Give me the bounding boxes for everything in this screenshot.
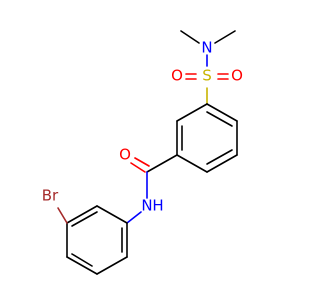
sulfonyl-o-left-label: O [171,67,183,85]
lower-ring-bond-6 [96,205,128,224]
lower-ring-bond-3 [66,256,98,275]
upper-ring-bond-6 [176,103,208,122]
amide-h-label: H [152,197,163,215]
upper-ring-bond-1 [206,103,238,122]
upper-ring-bond-3 [206,154,238,173]
bond-n-lower-ring [126,211,142,224]
bond-ring-carbonyl [146,154,178,173]
lower-ring-aromatic-3 [71,211,98,227]
sulfonyl-o-right-label: O [231,67,243,85]
lower-ring-aromatic-2 [71,253,93,267]
upper-ring-aromatic-1 [206,111,233,127]
sulfonyl-s-label: S [202,67,212,85]
bond-carbonyl-o-b [134,157,150,167]
bromine-label: Br [42,187,59,205]
bond-methyl-right-n [214,30,236,44]
lower-ring-bond-5 [66,205,98,224]
molecule-structure-diagram: N S O O O N H Br [42,30,243,275]
dimethylamino-n-label: N [201,39,212,57]
amide-o-label: O [119,146,131,164]
bond-methyl-left-n [180,30,200,44]
upper-ring-aromatic-2 [206,149,233,165]
bond-ring-br [57,207,68,224]
lower-ring-bond-2 [96,256,128,275]
upper-ring-bond-4 [176,154,208,173]
bond-carbonyl-o-a [130,162,146,173]
amide-n-label: N [141,197,152,215]
